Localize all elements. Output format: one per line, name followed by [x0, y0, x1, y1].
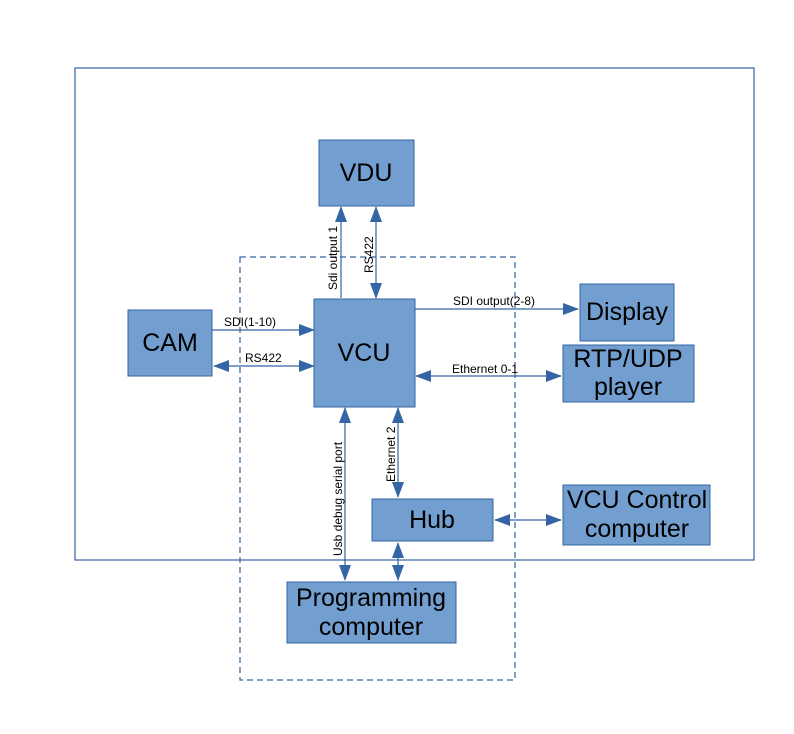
node-programming-computer[interactable]: Programming computer: [286, 581, 457, 644]
node-label-vcu: VCU: [338, 339, 391, 367]
node-label-vcu-control-line1: VCU Control: [567, 486, 707, 514]
node-vcu-control-computer[interactable]: VCU Control computer: [562, 484, 711, 546]
edge-label-usb-debug: Usb debug serial port: [331, 441, 345, 556]
edge-label-sdi-output-1: Sdi output 1: [326, 226, 340, 290]
node-label-vdu: VDU: [340, 159, 393, 187]
edge-label-rs422-cam: RS422: [245, 351, 282, 365]
node-rtp-udp-player[interactable]: RTP/UDP player: [562, 344, 695, 403]
inner-frame: [239, 256, 516, 681]
node-hub[interactable]: Hub: [371, 498, 494, 542]
node-label-rtp-udp-line1: RTP/UDP: [573, 345, 682, 373]
outer-frame: [74, 67, 755, 561]
node-label-programming-line2: computer: [319, 613, 423, 641]
node-label-cam: CAM: [142, 329, 198, 357]
edge-label-ethernet-0-1: Ethernet 0-1: [452, 362, 518, 376]
node-label-programming-line1: Programming: [296, 584, 446, 612]
node-label-vcu-control-line2: computer: [585, 515, 689, 543]
node-cam[interactable]: CAM: [127, 309, 213, 377]
node-label-rtp-udp-line2: player: [594, 373, 662, 401]
node-vcu[interactable]: VCU: [313, 298, 416, 408]
node-label-display: Display: [586, 298, 668, 326]
edge-label-rs422-vdu: RS422: [362, 236, 376, 273]
node-label-hub: Hub: [409, 506, 455, 534]
edges: Sdi output 1 RS422 SDI(1-10) RS422 SDI o…: [212, 206, 579, 581]
edge-label-sdi-1-10: SDI(1-10): [224, 315, 276, 329]
edge-label-ethernet-2: Ethernet 2: [384, 426, 398, 482]
node-display[interactable]: Display: [579, 283, 675, 342]
edge-label-sdi-output-2-8: SDI output(2-8): [453, 294, 535, 308]
node-vdu[interactable]: VDU: [318, 139, 415, 207]
